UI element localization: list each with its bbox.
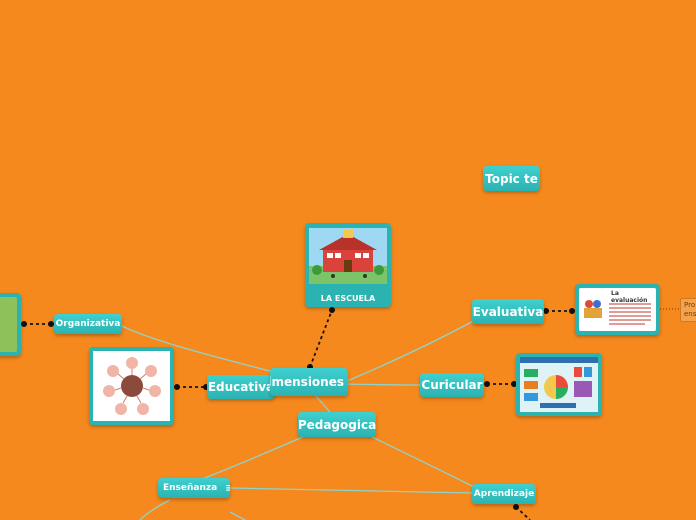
curicular-image-node[interactable]: [516, 353, 602, 416]
connector-dot: [203, 384, 209, 390]
connector-dot: [21, 321, 27, 327]
connector-dot: [329, 307, 335, 313]
curicular-infographic: [520, 357, 598, 412]
organizativa-image-node[interactable]: [0, 293, 21, 356]
link-aprendizaje: [369, 435, 481, 491]
connector-dot: [543, 308, 549, 314]
evaluativa-image-node[interactable]: La evaluación: [575, 284, 660, 335]
node-evaluativa[interactable]: Evaluativa: [472, 299, 544, 324]
connector-dot: [48, 321, 54, 327]
educativa-image-node[interactable]: [89, 347, 174, 425]
node-organizativa[interactable]: Organizativa: [54, 314, 122, 334]
node-pedagogica-label: Pedagogica: [298, 417, 376, 432]
note-line-1: Pro: [684, 301, 696, 309]
connector-dot: [307, 364, 313, 370]
link-ensenanza-aprendizaje: [229, 487, 473, 494]
connector-dot: [484, 381, 490, 387]
note-box[interactable]: Pro ens: [680, 298, 696, 322]
node-aprendizaje[interactable]: Aprendizaje: [472, 484, 536, 504]
organizativa-image: [0, 297, 17, 352]
node-educativa[interactable]: Educativa: [207, 375, 275, 399]
root-label: imensiones: [270, 375, 344, 389]
node-educativa-label: Educativa: [207, 380, 275, 394]
link-evaluativa: [344, 319, 476, 383]
node-curicular-label: Curicular: [421, 378, 483, 392]
menu-icon[interactable]: ≡: [225, 482, 230, 494]
link-ensenanza-down2: [229, 511, 246, 520]
dotted-link-escuela: [309, 309, 333, 368]
link-pedagogica: [314, 394, 331, 413]
node-ensenanza[interactable]: Enseñanza ≡: [158, 478, 230, 498]
node-ensenanza-label: Enseñanza: [163, 483, 218, 493]
connector-dot: [569, 308, 575, 314]
evaluacion-illustration: [584, 300, 651, 325]
node-evaluativa-label: Evaluativa: [472, 304, 544, 319]
note-line-2: ens: [684, 310, 696, 318]
connector-dot: [513, 504, 519, 510]
evaluativa-image: La evaluación: [579, 288, 656, 331]
educativa-diagram-image: [93, 351, 170, 421]
node-curicular[interactable]: Curicular: [420, 373, 484, 397]
escuela-caption: LA ESCUELA: [320, 294, 376, 303]
escuela-image-node[interactable]: LA ESCUELA: [305, 223, 391, 307]
connector-dot: [174, 384, 180, 390]
link-ensenanza-down: [139, 499, 171, 520]
floating-topic[interactable]: Topic te: [483, 166, 540, 191]
root-node[interactable]: imensiones: [270, 368, 348, 396]
connector-dot: [511, 381, 517, 387]
floating-topic-label: Topic te: [485, 171, 538, 186]
school-illustration: [309, 228, 387, 284]
node-aprendizaje-label: Aprendizaje: [473, 489, 535, 499]
node-pedagogica[interactable]: Pedagogica: [298, 412, 376, 437]
evaluacion-image-title: La evaluación: [611, 290, 648, 304]
link-curicular: [344, 383, 421, 386]
link-ensenanza: [194, 435, 306, 483]
node-organizativa-label: Organizativa: [55, 319, 121, 329]
